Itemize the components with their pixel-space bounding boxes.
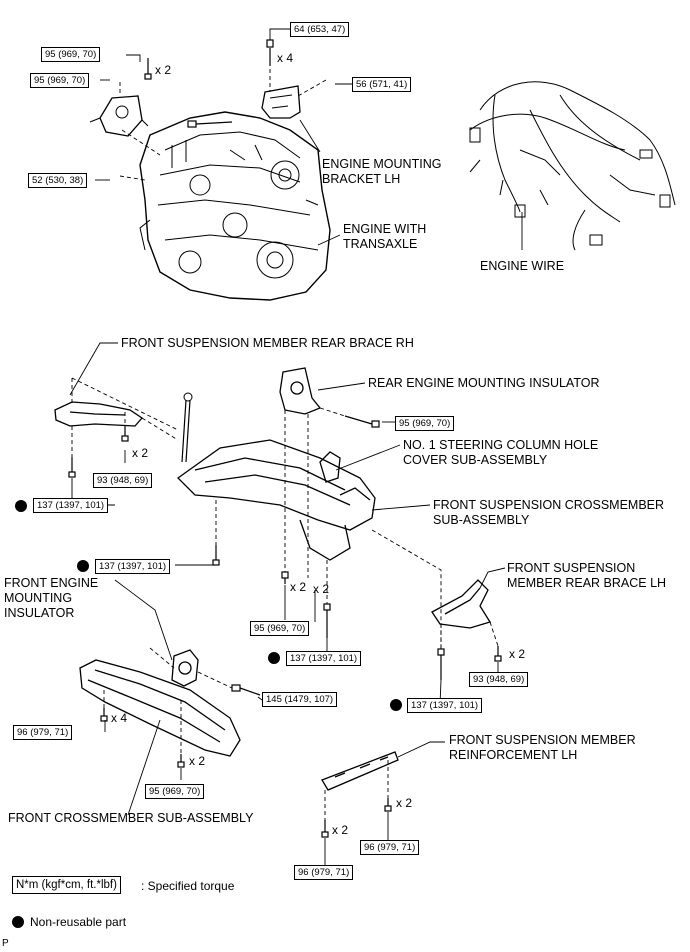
torque-95-left: 95 (969, 70) xyxy=(30,73,90,88)
rear-brace-rh-label: FRONT SUSPENSION MEMBER REAR BRACE RH xyxy=(121,336,414,350)
qty-x2-reinf-right: x 2 xyxy=(396,796,413,810)
reinforcement-lh-label: FRONT SUSPENSION MEMBER REINFORCEMENT LH xyxy=(449,733,636,763)
nonreusable-dot-mid xyxy=(77,560,89,572)
reinforcement-lh-line2: REINFORCEMENT LH xyxy=(449,748,578,762)
front-engine-mounting-insulator-line2: MOUNTING xyxy=(4,591,73,605)
leader-lines xyxy=(69,54,523,816)
legend-nonreusable-dot xyxy=(12,916,24,928)
steering-column-hole-cover-label: NO. 1 STEERING COLUMN HOLE COVER SUB-ASS… xyxy=(403,438,598,468)
nonreusable-dot-rh xyxy=(15,500,27,512)
front-engine-mounting-insulator-illustration xyxy=(171,649,199,687)
torque-56: 56 (571, 41) xyxy=(352,77,412,92)
qty-x4-left: x 4 xyxy=(111,711,128,725)
engine-wire-label: ENGINE WIRE xyxy=(480,259,565,273)
torque-137-lh: 137 (1397, 101) xyxy=(407,698,483,713)
front-suspension-crossmember-illustration xyxy=(176,439,376,561)
front-engine-mounting-insulator-label: FRONT ENGINE MOUNTING INSULATOR xyxy=(4,576,98,621)
rear-brace-lh-label: FRONT SUSPENSION MEMBER REAR BRACE LH xyxy=(507,561,666,591)
rear-brace-rh-illustration xyxy=(54,401,143,427)
qty-x2-reinf-left: x 2 xyxy=(332,823,349,837)
reinforcement-lh-illustration xyxy=(321,751,399,791)
torque-64: 64 (653, 47) xyxy=(290,22,350,37)
front-crossmember-label: FRONT CROSSMEMBER SUB-ASSEMBLY xyxy=(8,811,254,825)
engine-wire-illustration xyxy=(469,81,676,251)
front-crossmember-illustration xyxy=(79,659,241,757)
front-engine-mounting-insulator-line1: FRONT ENGINE xyxy=(4,576,99,590)
engine-with-transaxle-line2: TRANSAXLE xyxy=(343,237,418,251)
qty-x2-lh: x 2 xyxy=(509,647,526,661)
rear-brace-lh-illustration xyxy=(431,579,492,629)
reinforcement-lh-line1: FRONT SUSPENSION MEMBER xyxy=(449,733,636,747)
front-engine-mounting-insulator-line3: INSULATOR xyxy=(4,606,75,620)
legend-unit-box: N*m (kgf*cm, ft.*lbf) xyxy=(12,876,121,894)
rear-brace-lh-line2: MEMBER REAR BRACE LH xyxy=(507,576,667,590)
torque-137-center: 137 (1397, 101) xyxy=(286,651,362,666)
qty-x2-center-a: x 2 xyxy=(290,580,307,594)
engine-mounting-bracket-lh-illustration xyxy=(261,85,301,119)
qty-x4-top: x 4 xyxy=(277,51,294,65)
torque-95-bottom: 95 (969, 70) xyxy=(145,784,205,799)
torque-96-left: 96 (979, 71) xyxy=(13,725,73,740)
steering-column-hole-cover-illustration xyxy=(319,451,341,483)
engine-mounting-bracket-lh-line1: ENGINE MOUNTING xyxy=(322,157,442,171)
nonreusable-dot-center xyxy=(268,652,280,664)
torque-137-mid: 137 (1397, 101) xyxy=(95,559,171,574)
rear-engine-mounting-insulator-illustration xyxy=(279,367,322,415)
torque-96-reinf-left: 96 (979, 71) xyxy=(294,865,354,880)
legend-unit-text: : Specified torque xyxy=(141,879,235,893)
torque-96-reinf-right: 96 (979, 71) xyxy=(360,840,420,855)
qty-x2-top: x 2 xyxy=(155,63,172,77)
nonreusable-dot-lh xyxy=(390,699,402,711)
engine-with-transaxle-illustration xyxy=(139,111,331,301)
torque-93-lh: 93 (948, 69) xyxy=(469,672,529,687)
steering-column-hole-cover-line1: NO. 1 STEERING COLUMN HOLE xyxy=(403,438,599,452)
torque-145: 145 (1479, 107) xyxy=(262,692,338,707)
steering-column-hole-cover-line2: COVER SUB-ASSEMBLY xyxy=(403,453,548,467)
torque-93-rh: 93 (948, 69) xyxy=(93,473,153,488)
torque-137-rh: 137 (1397, 101) xyxy=(33,498,109,513)
engine-mount-insulator-top-illustration xyxy=(89,95,149,137)
qty-x2-rh: x 2 xyxy=(132,446,149,460)
dashed-lines xyxy=(71,48,499,820)
engine-with-transaxle-label: ENGINE WITH TRANSAXLE xyxy=(343,222,426,252)
torque-52: 52 (530, 38) xyxy=(28,173,88,188)
front-suspension-crossmember-line1: FRONT SUSPENSION CROSSMEMBER xyxy=(433,498,665,512)
front-suspension-crossmember-label: FRONT SUSPENSION CROSSMEMBER SUB-ASSEMBL… xyxy=(433,498,664,528)
rear-brace-lh-line1: FRONT SUSPENSION xyxy=(507,561,636,575)
engine-with-transaxle-line1: ENGINE WITH xyxy=(343,222,427,236)
stabilizer-link-illustration xyxy=(181,392,193,463)
engine-mounting-bracket-lh-line2: BRACKET LH xyxy=(322,172,401,186)
torque-95-center: 95 (969, 70) xyxy=(250,621,310,636)
torque-95-top: 95 (969, 70) xyxy=(41,47,101,62)
rear-engine-mounting-insulator-label: REAR ENGINE MOUNTING INSULATOR xyxy=(368,376,600,390)
front-suspension-crossmember-line2: SUB-ASSEMBLY xyxy=(433,513,530,527)
engine-mounting-bracket-lh-label: ENGINE MOUNTING BRACKET LH xyxy=(322,157,441,187)
legend-nonreusable-text: Non-reusable part xyxy=(30,915,127,929)
qty-x2-bottom: x 2 xyxy=(189,754,206,768)
figure-code: P xyxy=(2,938,9,949)
torque-95-rear: 95 (969, 70) xyxy=(395,416,455,431)
qty-x2-center-b: x 2 xyxy=(313,582,330,596)
